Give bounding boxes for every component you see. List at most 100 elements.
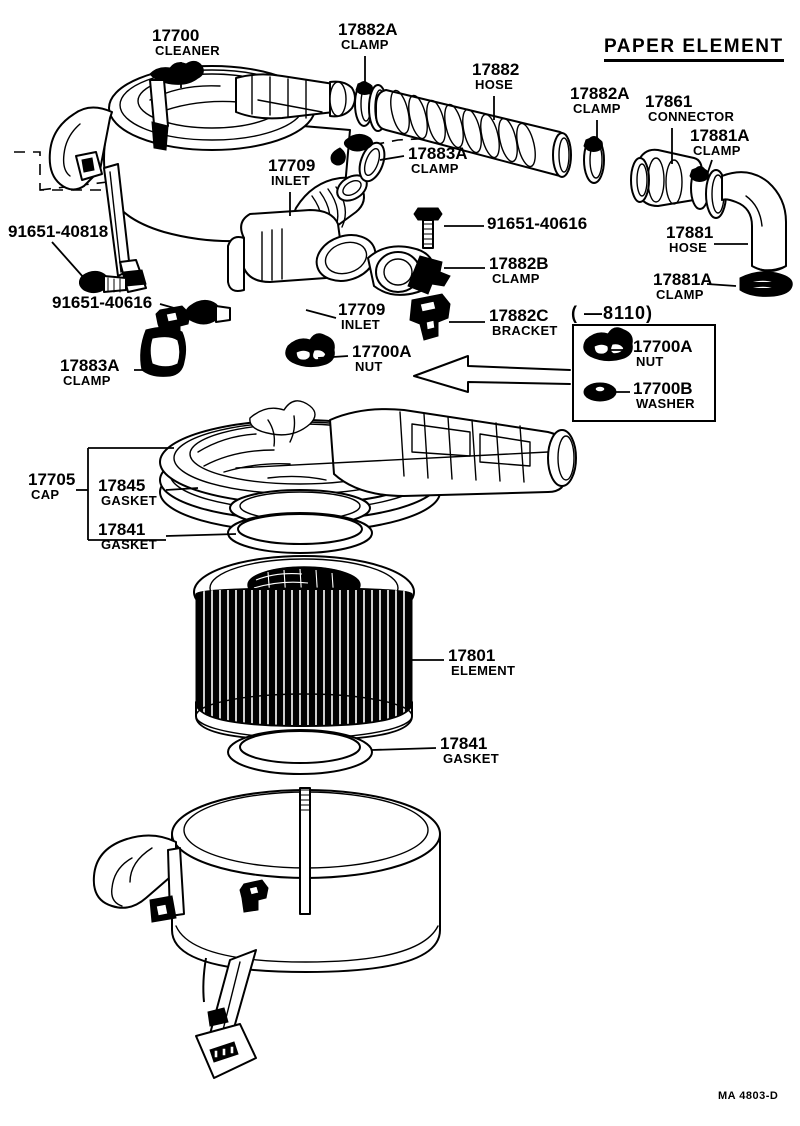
part-number: 17700B bbox=[633, 379, 693, 398]
part-name: CLAMP bbox=[573, 100, 621, 116]
part-number: 17882C bbox=[489, 306, 549, 325]
part-number: 91651-40616 bbox=[52, 293, 153, 312]
element-pleats bbox=[203, 590, 405, 726]
washer-17700B-inset bbox=[583, 382, 617, 402]
clamp-17882A-mid-group bbox=[583, 136, 605, 184]
part-number: 17883A bbox=[408, 144, 468, 163]
leader-line bbox=[305, 309, 337, 319]
inset-reference-arrow bbox=[413, 355, 571, 393]
bolt-91651-40616-left bbox=[185, 300, 231, 325]
cleaner-case-body bbox=[92, 787, 441, 1079]
part-name: GASKET bbox=[101, 492, 157, 508]
inset-header-model-range: ( —8110) bbox=[571, 303, 654, 323]
part-name: CLAMP bbox=[63, 372, 111, 388]
part-name: WASHER bbox=[636, 395, 695, 411]
part-number: 17709 bbox=[338, 300, 386, 319]
leader-line bbox=[705, 159, 713, 179]
part-number: 17882 bbox=[472, 60, 520, 79]
leader-line bbox=[165, 533, 237, 537]
part-name: CLAMP bbox=[693, 142, 741, 158]
part-number: 17881 bbox=[666, 223, 714, 242]
clamp-17881A-loose bbox=[739, 271, 793, 297]
bolt-91651-40616-right bbox=[413, 207, 443, 249]
nut-17700A-inset bbox=[583, 327, 633, 362]
part-name: BRACKET bbox=[492, 322, 558, 338]
part-number: 17861 bbox=[645, 92, 693, 111]
connector-17861-group bbox=[630, 148, 703, 207]
leader-lines bbox=[51, 56, 748, 751]
part-name: CLAMP bbox=[341, 36, 389, 52]
leader-line bbox=[706, 283, 737, 287]
figure-code: MA 4803-D bbox=[718, 1090, 779, 1102]
part-number: 17709 bbox=[268, 156, 316, 175]
part-number: 17883A bbox=[60, 356, 120, 375]
part-name: NUT bbox=[355, 358, 383, 374]
part-number: 91651-40616 bbox=[487, 214, 588, 233]
callout-91651-40616: 91651-40616 bbox=[52, 293, 153, 312]
callout-91651-40616: 91651-40616 bbox=[487, 214, 588, 233]
part-number: 17705 bbox=[28, 470, 76, 489]
leader-line bbox=[159, 303, 189, 313]
part-name: NUT bbox=[636, 353, 664, 369]
duct-ribs bbox=[261, 228, 283, 281]
part-number: 91651-40818 bbox=[8, 222, 109, 241]
part-name: CLAMP bbox=[411, 160, 459, 176]
part-number: 17882B bbox=[489, 254, 549, 273]
callout-91651-40818: 91651-40818 bbox=[8, 222, 109, 241]
part-number: 17700A bbox=[633, 337, 693, 356]
part-number: 17841 bbox=[98, 520, 146, 539]
element-17801-group bbox=[193, 555, 415, 741]
inset-parts bbox=[583, 327, 633, 402]
element-mesh bbox=[253, 568, 335, 602]
part-number: 17882A bbox=[338, 20, 398, 39]
part-name: GASKET bbox=[101, 536, 157, 552]
cap-17705-group bbox=[159, 400, 577, 554]
part-name: INLET bbox=[341, 316, 381, 332]
clamp-17883A-lower bbox=[140, 305, 191, 377]
part-number: 17801 bbox=[448, 646, 496, 665]
air-cleaner-body-group bbox=[14, 60, 471, 293]
section-header-paper-element: PAPER ELEMENT bbox=[604, 36, 784, 62]
fastener-group-left bbox=[78, 270, 335, 377]
inset-box-8110 bbox=[572, 324, 716, 422]
part-name: CLAMP bbox=[492, 270, 540, 286]
part-number: 17882A bbox=[570, 84, 630, 103]
part-name: CONNECTOR bbox=[648, 108, 735, 124]
part-name: ELEMENT bbox=[451, 662, 516, 678]
leader-line bbox=[317, 355, 349, 359]
part-number: 17700 bbox=[152, 26, 200, 45]
part-name: INLET bbox=[271, 172, 311, 188]
leader-line bbox=[165, 487, 199, 491]
hose-17882-group bbox=[354, 81, 572, 178]
part-number: 17881A bbox=[690, 126, 750, 145]
inlet-17709-group bbox=[227, 134, 451, 341]
case-clamp-detail bbox=[239, 879, 269, 913]
body-nipple-ribs bbox=[251, 75, 307, 119]
hose-corrugations bbox=[390, 89, 536, 168]
part-number: 17881A bbox=[653, 270, 713, 289]
